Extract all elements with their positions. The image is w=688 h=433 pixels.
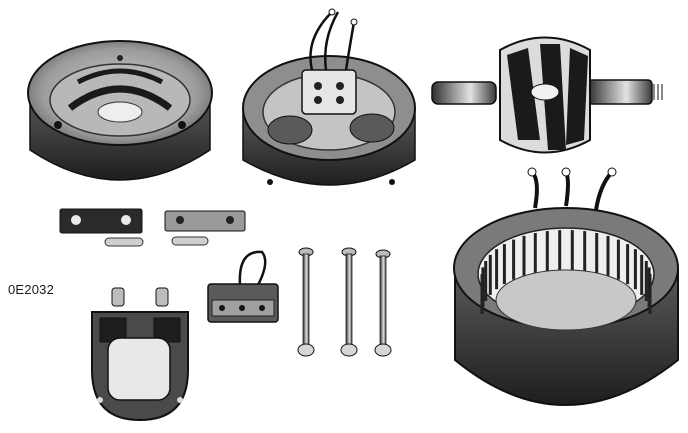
stator	[453, 167, 679, 406]
terminal-block	[207, 250, 279, 323]
rotor	[431, 36, 663, 154]
brush-holder	[91, 287, 189, 422]
end-housing-rear	[242, 8, 416, 186]
insulating-plate-2	[164, 210, 246, 246]
through-bolts	[297, 247, 392, 357]
insulating-plate-1	[59, 208, 144, 247]
figure-reference-code: 0E2032	[8, 282, 55, 297]
end-housing-front	[27, 40, 213, 181]
